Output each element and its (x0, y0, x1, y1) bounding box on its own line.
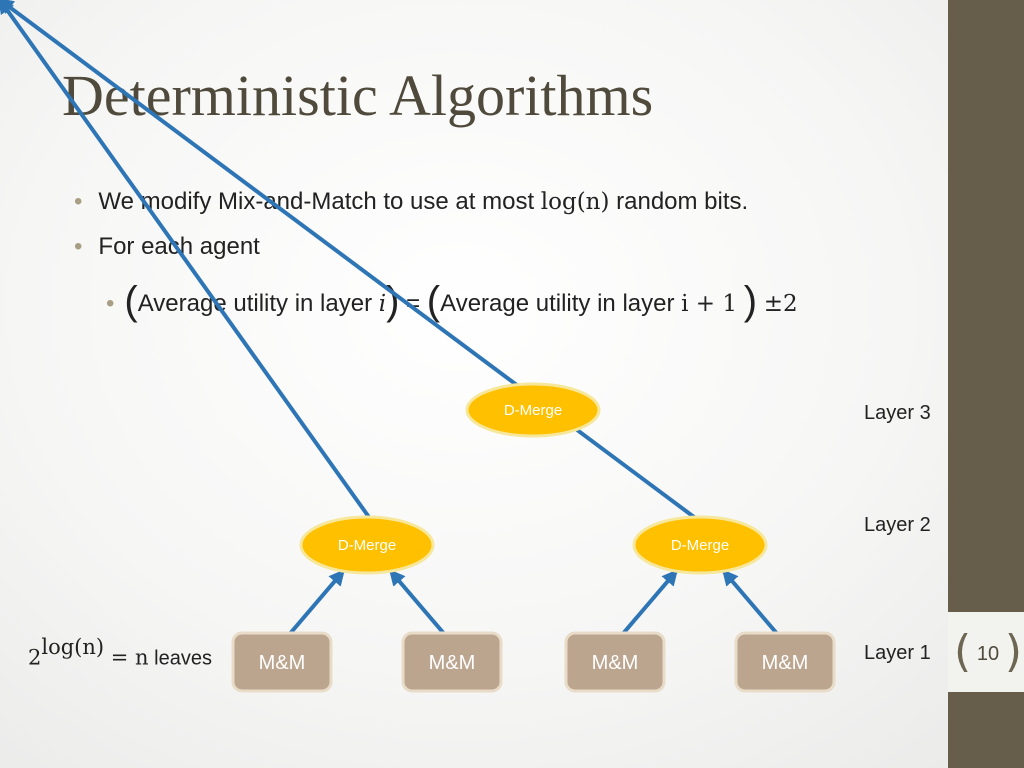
mm-leaf-node: M&M (734, 631, 836, 693)
bullet-dot-icon: • (74, 233, 83, 260)
d-merge-ellipse (299, 515, 435, 575)
d-merge-ellipse (465, 382, 601, 438)
bullet-dot-icon: • (74, 188, 83, 215)
tree-edge-arrow (722, 569, 784, 641)
leaves-base: 2 (28, 645, 42, 670)
d-merge-node: D-Merge (632, 515, 768, 575)
node-label: M&M (429, 652, 476, 674)
paren-close-icon: ) (743, 279, 758, 323)
sub-bullet-equation: •(Average utility in layer i) = (Average… (106, 281, 798, 321)
tree-edge-arrow (283, 569, 345, 641)
paren-open-icon: ( (124, 279, 138, 323)
equation-tail-math: ±2 (763, 291, 798, 317)
bullet-item: • For each agent (74, 233, 260, 261)
node-label: D-Merge (671, 537, 729, 554)
d-merge-node: D-Merge (299, 515, 435, 575)
page-number: 10 (954, 630, 1022, 678)
layer-2-label: Layer 2 (864, 514, 931, 536)
leaves-exponent: log(n) (41, 635, 105, 659)
bullet-item: •We modify Mix-and-Match to use at most … (74, 188, 748, 216)
mm-leaf-box (231, 631, 333, 693)
mm-leaf-node: M&M (401, 631, 503, 693)
equation-right-math: i + 1 (681, 291, 738, 317)
leaves-word: leaves (148, 647, 212, 670)
bullet-math: log(n) (540, 189, 610, 215)
d-merge-ellipse (632, 515, 768, 575)
node-label: M&M (259, 652, 306, 674)
tree-edge-arrow (0, 0, 372, 521)
tree-edge-arrow (0, 0, 698, 521)
leaves-equation: = n (104, 645, 149, 670)
bullet-text: We modify Mix-and-Match to use at most (98, 188, 541, 215)
leaves-count-label: 2log(n) = n leaves (28, 635, 212, 671)
layer-3-label: Layer 3 (864, 402, 931, 424)
bullet-dot-icon: • (106, 290, 115, 317)
bullet-text: random bits. (609, 188, 749, 215)
mm-leaf-node: M&M (231, 631, 333, 693)
node-label: D-Merge (338, 537, 396, 554)
equation-right-text: Average utility in layer (440, 290, 682, 317)
node-label: M&M (592, 652, 639, 674)
d-merge-node: D-Merge (465, 382, 601, 438)
equation-left-math: i (378, 291, 387, 317)
equation-left-text: Average utility in layer (137, 290, 379, 317)
tree-edge-arrow (616, 569, 678, 641)
paren-open-icon: ( (426, 279, 441, 323)
mm-leaf-box (401, 631, 503, 693)
mm-leaf-box (564, 631, 666, 693)
tree-edge-arrow (389, 569, 451, 641)
mm-leaf-node: M&M (564, 631, 666, 693)
node-label: D-Merge (504, 402, 562, 419)
mm-leaf-box (734, 631, 836, 693)
layer-1-label: Layer 1 (864, 642, 931, 664)
bullet-text: For each agent (98, 233, 260, 260)
node-label: M&M (762, 652, 809, 674)
